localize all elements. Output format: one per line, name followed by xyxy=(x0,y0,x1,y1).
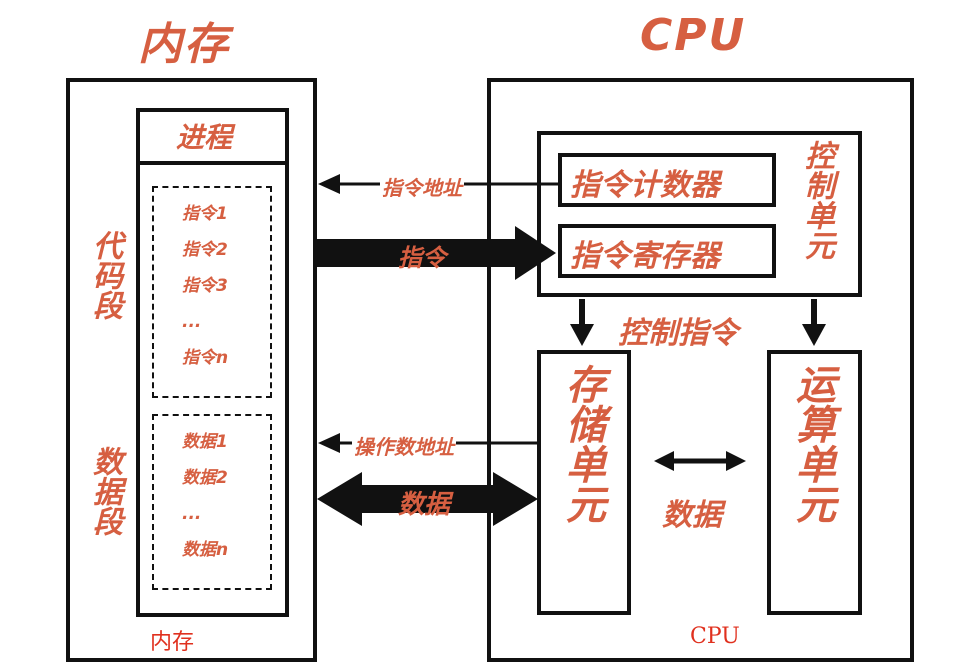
memory-title: 内存 xyxy=(138,19,230,70)
list-item: 数据2 xyxy=(182,468,228,488)
memory-footer: 内存 xyxy=(150,630,195,655)
list-item: 指令n xyxy=(182,348,229,368)
control-instruction-label: 控制指令 xyxy=(618,316,738,351)
internal-data-label: 数据 xyxy=(662,498,722,533)
operand-address-arrowhead xyxy=(318,433,340,453)
program-counter-label: 指令计数器 xyxy=(570,168,720,203)
instruction-list: 指令1 指令2 指令3 ... 指令n xyxy=(182,196,228,376)
data-segment-region xyxy=(152,414,272,590)
program-counter-box xyxy=(558,153,776,207)
list-item: 数据n xyxy=(182,540,229,560)
list-item: 数据1 xyxy=(182,432,228,452)
data-segment-label: 数据段 xyxy=(87,446,122,536)
code-segment-region xyxy=(152,186,272,398)
control-unit-label: 控制单元 xyxy=(799,140,834,260)
instruction-label: 指令 xyxy=(398,244,446,272)
list-item: 指令2 xyxy=(182,240,228,260)
internal-data-right-head xyxy=(726,451,746,471)
control-arrow-right-head xyxy=(802,324,826,346)
storage-unit-label: 存储单元 xyxy=(559,364,605,524)
operand-address-label: 操作数地址 xyxy=(352,431,456,460)
internal-data-left-head xyxy=(654,451,674,471)
alu-label: 运算单元 xyxy=(789,364,835,524)
instruction-arrow xyxy=(317,226,556,280)
process-header xyxy=(136,108,289,165)
list-item: 指令3 xyxy=(182,276,228,296)
code-segment-label: 代码段 xyxy=(87,230,122,320)
instruction-address-label: 指令地址 xyxy=(380,172,464,201)
storage-unit-box xyxy=(537,350,631,615)
data-transfer-arrow xyxy=(317,472,538,526)
list-item: ... xyxy=(182,312,202,332)
instruction-register-label: 指令寄存器 xyxy=(570,239,720,274)
list-item: ... xyxy=(182,504,202,524)
alu-box xyxy=(767,350,862,615)
cpu-footer: CPU xyxy=(690,624,740,649)
data-list: 数据1 数据2 ... 数据n xyxy=(182,424,228,568)
control-arrow-left-head xyxy=(570,324,594,346)
data-transfer-label: 数据 xyxy=(398,490,451,520)
cpu-title: CPU xyxy=(640,10,747,61)
instruction-address-arrowhead xyxy=(318,174,340,194)
process-label: 进程 xyxy=(176,121,233,154)
instruction-register-box xyxy=(558,224,776,278)
list-item: 指令1 xyxy=(182,204,228,224)
